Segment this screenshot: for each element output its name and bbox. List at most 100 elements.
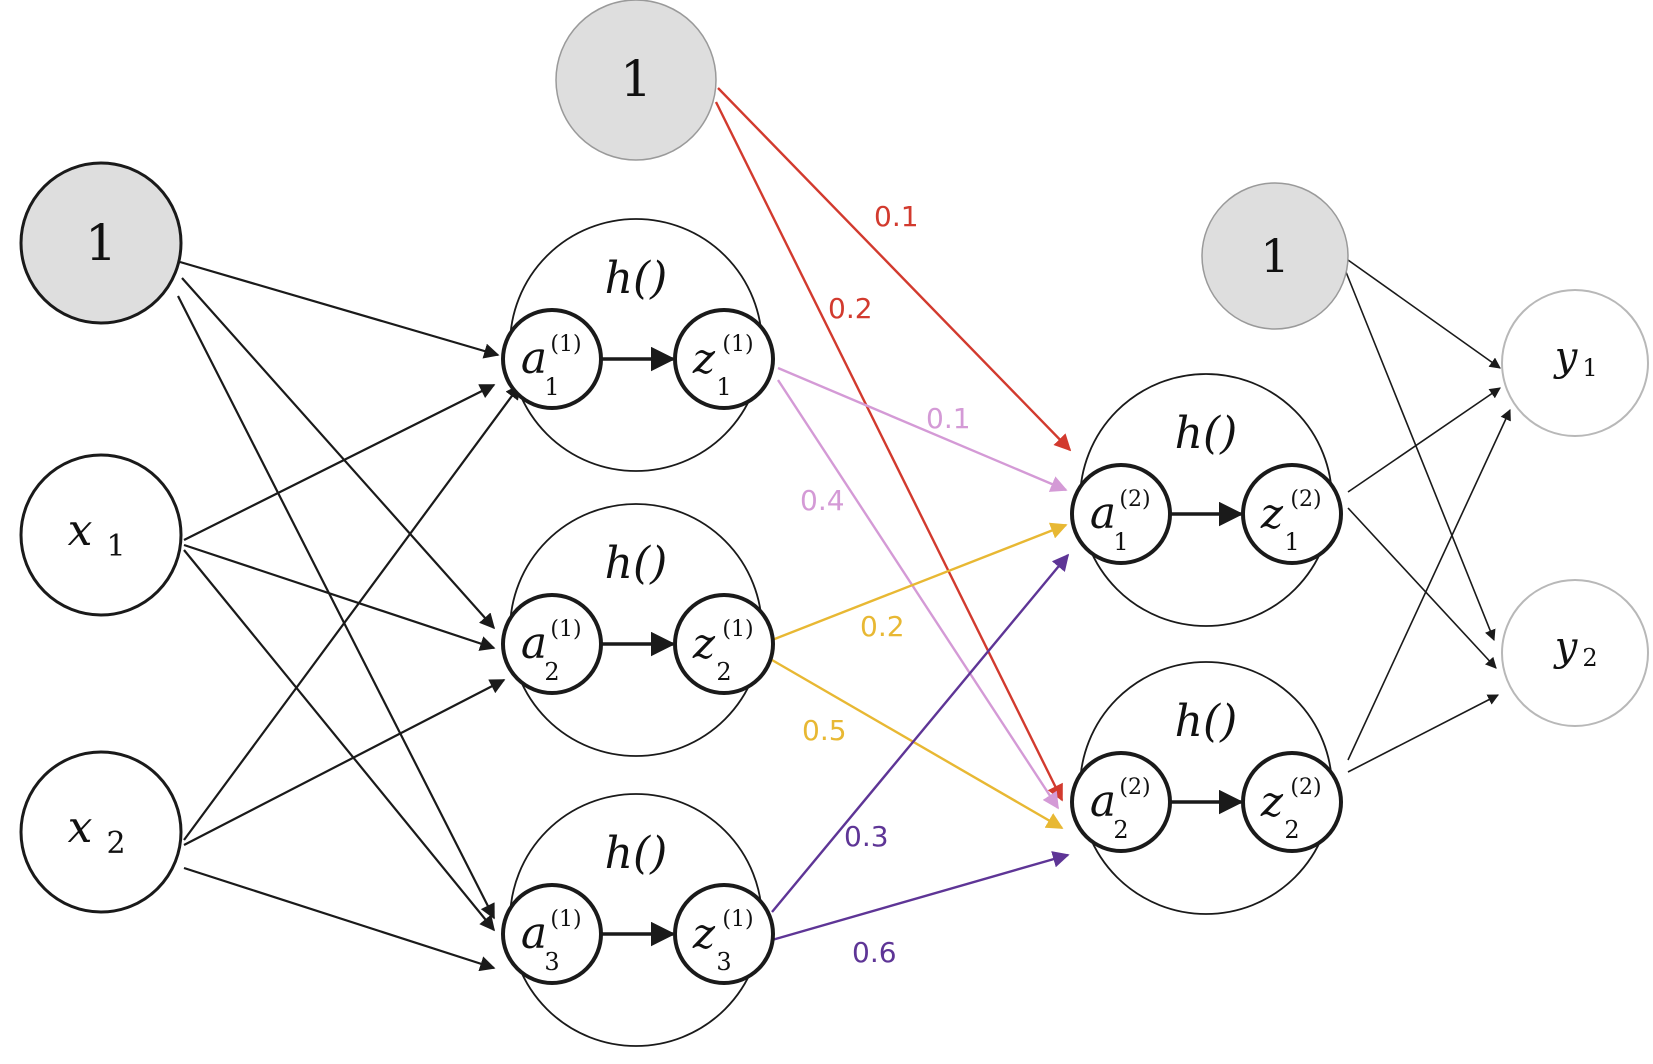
edge-bias2-a1	[717, 87, 1072, 452]
edge-z1-a2	[776, 379, 1060, 810]
weight-bias-a2: 0.2	[828, 292, 873, 325]
hidden-layer-1: h()a(1)1z(1)1h()a(1)2z(1)2h()a(1)3z(1)3	[501, 218, 775, 1047]
pre-activation-superscript: (2)	[1119, 775, 1150, 800]
output-connections	[1345, 259, 1511, 773]
weight-z3-a2: 0.6	[852, 936, 897, 969]
svg-text:2: 2	[1582, 644, 1597, 672]
activation-function-label: h()	[605, 253, 668, 304]
activation-output-symbol: z	[692, 909, 716, 958]
svg-text:1: 1	[1582, 354, 1597, 382]
bias-node-hidden1: 1	[555, 0, 717, 161]
edge-x2-a3	[183, 866, 496, 972]
activation-function-label: h()	[1175, 408, 1238, 459]
svg-text:1: 1	[1260, 229, 1289, 283]
activation-output-subscript: 1	[1284, 528, 1299, 556]
activation-output-subscript: 2	[716, 658, 731, 686]
svg-text:y: y	[1553, 334, 1579, 380]
activation-output-superscript: (1)	[722, 907, 753, 932]
layer1-neuron-3: h()a(1)3z(1)3	[501, 793, 775, 1047]
pre-activation-subscript: 2	[1113, 816, 1128, 844]
edge-x1-a2	[183, 543, 496, 651]
input-layer: 1 x 1 x 2	[19, 161, 183, 914]
pre-activation-subscript: 1	[544, 373, 559, 401]
activation-output-node	[1241, 751, 1343, 853]
activation-output-subscript: 1	[716, 373, 731, 401]
weight-z1-a1: 0.1	[926, 402, 971, 435]
pre-activation-symbol: a	[521, 908, 547, 959]
pre-activation-subscript: 3	[544, 948, 559, 976]
activation-output-superscript: (2)	[1290, 775, 1321, 800]
input-connections	[177, 260, 521, 972]
edge-x2-a1	[183, 383, 521, 841]
edge-z3-a1	[771, 553, 1070, 913]
activation-output-subscript: 3	[716, 948, 731, 976]
layer1-neuron-1: h()a(1)1z(1)1	[501, 218, 775, 472]
edge-bias3-y1	[1347, 259, 1501, 369]
edge-z2-a2	[771, 658, 1064, 830]
edge-bias-a3	[177, 295, 495, 920]
edge-x1-a1	[183, 384, 496, 541]
input-node-x1: x 1	[19, 453, 183, 617]
activation-output-symbol: z	[692, 619, 716, 668]
activation-output-superscript: (1)	[722, 617, 753, 642]
edge-bias-a1	[179, 260, 500, 359]
activation-output-superscript: (1)	[722, 332, 753, 357]
pre-activation-superscript: (1)	[550, 617, 581, 642]
pre-activation-superscript: (2)	[1119, 487, 1150, 512]
activation-output-node	[673, 593, 775, 695]
input-node-x2: x 2	[19, 750, 183, 914]
pre-activation-symbol: a	[1090, 776, 1116, 827]
bias-node-hidden2: 1	[1201, 182, 1349, 330]
svg-text:1: 1	[85, 214, 117, 272]
pre-activation-subscript: 2	[544, 658, 559, 686]
activation-output-symbol: z	[1260, 777, 1284, 826]
activation-function-label: h()	[605, 828, 668, 879]
edge-z22-y1	[1347, 408, 1511, 761]
svg-text:x: x	[68, 505, 93, 556]
pre-activation-symbol: a	[521, 618, 547, 669]
edge-bias3-y2	[1345, 271, 1496, 642]
layer2-neuron-1: h()a(2)1z(2)1	[1070, 373, 1343, 627]
output-layer: y 1 y 2	[1501, 289, 1649, 727]
activation-output-symbol: z	[692, 334, 716, 383]
hidden-layer-2: h()a(2)1z(2)1h()a(2)2z(2)2	[1070, 373, 1343, 915]
layer2-neuron-2: h()a(2)2z(2)2	[1070, 661, 1343, 915]
edge-z1-a1	[777, 366, 1068, 492]
edge-bias2-a2	[714, 101, 1064, 802]
weight-z1-a2: 0.4	[800, 484, 845, 517]
output-node-y1: y 1	[1501, 289, 1649, 437]
edge-z3-a2	[771, 851, 1070, 942]
svg-text:1: 1	[106, 529, 125, 564]
weight-z2-a2: 0.5	[802, 714, 847, 747]
edge-z21-y1	[1347, 387, 1501, 493]
pre-activation-superscript: (1)	[550, 907, 581, 932]
activation-function-label: h()	[605, 538, 668, 589]
activation-output-node	[673, 883, 775, 985]
weight-labels: 0.1 0.2 0.1 0.4 0.2 0.5 0.3 0.6	[800, 200, 971, 969]
weight-z3-a1: 0.3	[844, 820, 889, 853]
weight-bias-a1: 0.1	[874, 200, 919, 233]
pre-activation-symbol: a	[521, 333, 547, 384]
edge-z2-a1	[771, 522, 1068, 642]
activation-function-label: h()	[1175, 696, 1238, 747]
weight-z2-a1: 0.2	[860, 610, 905, 643]
pre-activation-superscript: (1)	[550, 332, 581, 357]
svg-text:2: 2	[106, 826, 125, 861]
edge-x1-a3	[183, 549, 495, 932]
output-node-y2: y 2	[1501, 579, 1649, 727]
pre-activation-symbol: a	[1090, 488, 1116, 539]
svg-text:y: y	[1553, 624, 1579, 670]
activation-output-node	[673, 308, 775, 410]
edge-z21-y2	[1347, 507, 1497, 669]
activation-output-node	[1241, 463, 1343, 565]
layer1-neuron-2: h()a(1)2z(1)2	[501, 503, 775, 757]
bias-node-input: 1	[19, 161, 183, 325]
activation-output-subscript: 2	[1284, 816, 1299, 844]
edge-z22-y2	[1347, 694, 1499, 773]
svg-text:x: x	[68, 802, 93, 853]
pre-activation-subscript: 1	[1113, 528, 1128, 556]
svg-text:1: 1	[620, 50, 652, 108]
activation-output-superscript: (2)	[1290, 487, 1321, 512]
edge-bias-a2	[181, 277, 496, 630]
